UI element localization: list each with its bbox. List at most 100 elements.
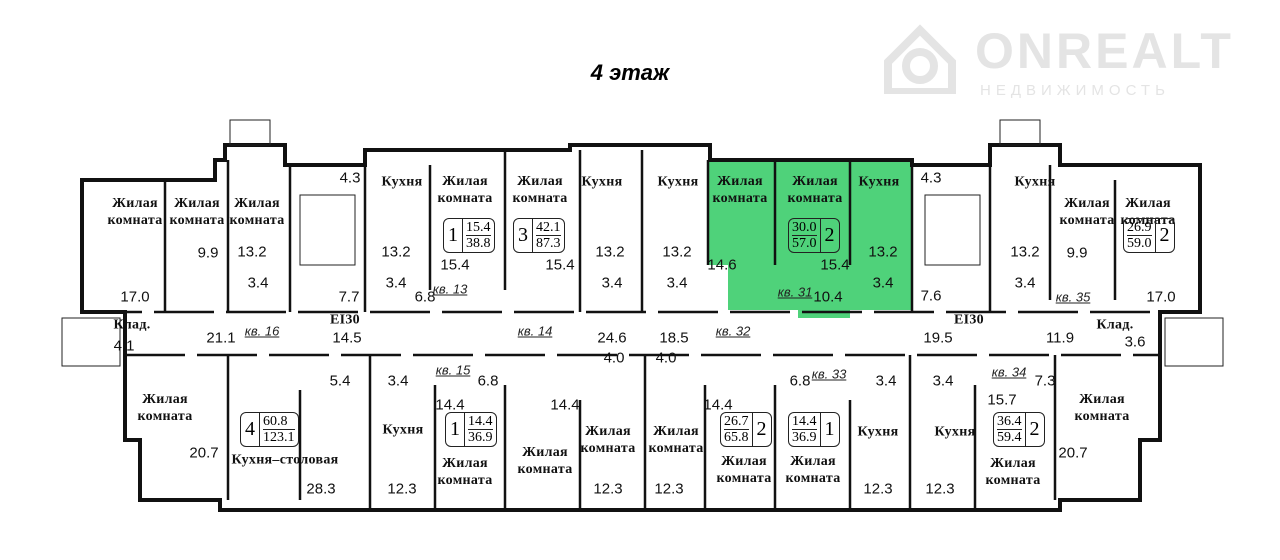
room-label: Жилая комната bbox=[512, 174, 568, 206]
room-label: Жилая комната bbox=[107, 196, 163, 228]
room-area: 9.9 bbox=[197, 244, 219, 262]
room-count: 3 bbox=[514, 219, 533, 252]
room-count: 1 bbox=[819, 413, 839, 446]
apartment-number[interactable]: кв. 32 bbox=[715, 323, 751, 339]
watermark-subtitle: НЕДВИЖИМОСТЬ bbox=[980, 82, 1170, 99]
room-area: 14.4 bbox=[550, 396, 580, 414]
total-area: 87.3 bbox=[536, 236, 561, 251]
staircases bbox=[61, 119, 1224, 367]
total-area: 36.9 bbox=[792, 430, 817, 445]
room-area: 13.2 bbox=[1010, 243, 1040, 261]
room-area: 11.9 bbox=[1045, 329, 1075, 347]
room-area: 13.2 bbox=[662, 243, 692, 261]
room-label: Кухня bbox=[858, 174, 900, 190]
room-area: 15.4 bbox=[545, 256, 575, 274]
room-area: 6.8 bbox=[477, 372, 499, 390]
room-area: 14.4 bbox=[703, 396, 733, 414]
room-label: EI30 bbox=[954, 312, 984, 328]
room-area: 12.3 bbox=[593, 480, 623, 498]
room-area: 14.5 bbox=[332, 329, 362, 347]
room-label: Жилая комната bbox=[648, 424, 704, 456]
room-area: 3.4 bbox=[601, 274, 623, 292]
room-area: 3.4 bbox=[932, 372, 954, 390]
room-area: 3.6 bbox=[1124, 333, 1146, 351]
room-count: 1 bbox=[444, 219, 463, 252]
room-area: 21.1 bbox=[206, 329, 236, 347]
apartment-number[interactable]: кв. 31 bbox=[777, 284, 813, 300]
room-area: 15.7 bbox=[987, 391, 1017, 409]
room-area: 12.3 bbox=[863, 480, 893, 498]
room-label: Жилая комната bbox=[437, 456, 493, 488]
room-area: 10.4 bbox=[813, 288, 843, 306]
room-area: 13.2 bbox=[381, 243, 411, 261]
room-label: Кухня bbox=[381, 174, 423, 190]
room-label: Жилая комната bbox=[712, 174, 768, 206]
room-count: 2 bbox=[751, 413, 771, 446]
room-label: Жилая комната bbox=[785, 454, 841, 486]
apartment-number[interactable]: кв. 33 bbox=[811, 366, 847, 382]
room-label: Жилая комната bbox=[1059, 196, 1115, 228]
living-area: 36.4 bbox=[997, 414, 1022, 430]
room-area: 17.0 bbox=[120, 288, 150, 306]
apartment-number[interactable]: кв. 35 bbox=[1055, 289, 1091, 305]
watermark-logo: ONREALT НЕДВИЖИМОСТЬ bbox=[880, 22, 1231, 99]
room-area: 18.5 bbox=[659, 329, 689, 347]
highlighted-apartment-31[interactable] bbox=[708, 160, 912, 318]
room-area: 4.3 bbox=[920, 169, 942, 187]
room-area: 4.1 bbox=[113, 337, 135, 355]
room-area: 12.3 bbox=[654, 480, 684, 498]
room-count: 2 bbox=[819, 219, 839, 252]
room-label: Кухня bbox=[857, 424, 899, 440]
room-label: Жилая комната bbox=[169, 196, 225, 228]
room-area: 3.4 bbox=[385, 274, 407, 292]
room-area: 20.7 bbox=[189, 444, 219, 462]
apartment-number[interactable]: кв. 15 bbox=[435, 362, 471, 378]
apartment-number[interactable]: кв. 34 bbox=[991, 364, 1027, 380]
room-area: 13.2 bbox=[868, 243, 898, 261]
room-area: 24.6 bbox=[597, 329, 627, 347]
room-label: Кухня–столовая bbox=[231, 452, 339, 468]
living-area: 42.1 bbox=[536, 220, 561, 236]
room-label: Кухня bbox=[1014, 174, 1056, 190]
room-count: 2 bbox=[1154, 219, 1174, 252]
total-area: 38.8 bbox=[466, 236, 491, 251]
room-area: 28.3 bbox=[306, 480, 336, 498]
room-label: Жилая комната bbox=[229, 196, 285, 228]
room-label: Жилая комната bbox=[580, 424, 636, 456]
living-area: 26.9 bbox=[1127, 220, 1152, 236]
living-area: 14.4 bbox=[792, 414, 817, 430]
apartment-number[interactable]: кв. 14 bbox=[517, 323, 553, 339]
room-area: 3.4 bbox=[875, 372, 897, 390]
living-area: 60.8 bbox=[263, 414, 295, 430]
room-area: 20.7 bbox=[1058, 444, 1088, 462]
apartment-number[interactable]: кв. 16 bbox=[244, 323, 280, 339]
total-area: 123.1 bbox=[263, 430, 295, 445]
living-area: 26.7 bbox=[724, 414, 749, 430]
room-area: 7.3 bbox=[1034, 372, 1056, 390]
room-area: 12.3 bbox=[387, 480, 417, 498]
room-label: Жилая комната bbox=[985, 456, 1041, 488]
room-area: 12.3 bbox=[925, 480, 955, 498]
apartment-number[interactable]: кв. 13 bbox=[432, 281, 468, 297]
room-area: 7.7 bbox=[338, 288, 360, 306]
room-area: 17.0 bbox=[1146, 288, 1176, 306]
living-area: 14.4 bbox=[468, 414, 493, 430]
room-area: 3.4 bbox=[387, 372, 409, 390]
room-area: 13.2 bbox=[237, 243, 267, 261]
room-area: 6.8 bbox=[414, 288, 436, 306]
room-area: 3.4 bbox=[247, 274, 269, 292]
room-label: Жилая комната bbox=[1120, 196, 1176, 228]
room-area: 13.2 bbox=[595, 243, 625, 261]
room-label: Жилая комната bbox=[517, 445, 573, 477]
room-label: Жилая комната bbox=[716, 454, 772, 486]
room-count: 1 bbox=[446, 413, 465, 446]
